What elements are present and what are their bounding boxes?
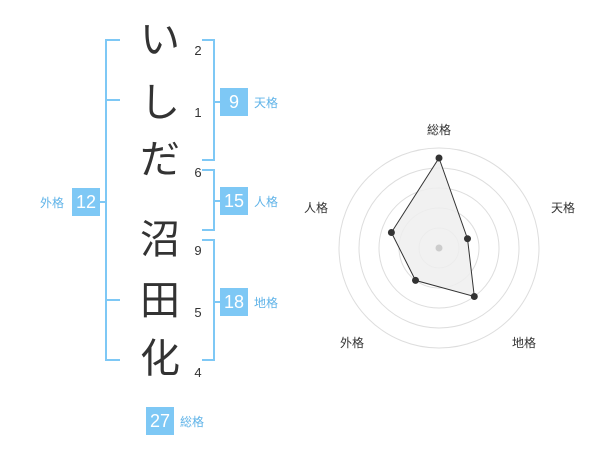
tenkaku-bracket: [202, 39, 215, 161]
radar-axis-label: 総格: [426, 123, 451, 137]
radar-point-地格: [470, 293, 478, 300]
radar-point-外格: [412, 276, 419, 284]
radar-axis-label: 外格: [339, 336, 364, 350]
soukaku-badge: 27: [146, 407, 174, 435]
gaikaku-label: 外格: [40, 196, 65, 210]
name-char-4: 沼: [140, 217, 180, 263]
soukaku-label: 総格: [180, 415, 205, 429]
radar-center: [435, 244, 443, 252]
gaikaku-badge: 12: [72, 188, 100, 216]
name-char-1: い: [140, 17, 180, 63]
stroke-count-4: 9: [194, 243, 202, 258]
radar-point-総格: [435, 154, 443, 162]
name-char-5: 田: [140, 278, 180, 324]
radar-ring: [338, 147, 540, 349]
gaikaku-bracket: [105, 39, 120, 361]
chikaku-label: 地格: [254, 296, 279, 310]
stroke-count-6: 4: [194, 365, 202, 380]
jinkaku-label: 人格: [254, 195, 279, 209]
stroke-count-2: 1: [194, 105, 202, 120]
radar-point-天格: [464, 235, 471, 243]
tenkaku-label: 天格: [254, 96, 279, 110]
stroke-count-1: 2: [194, 43, 202, 58]
stroke-count-3: 6: [194, 165, 202, 180]
radar-axis-label: 地格: [511, 336, 536, 350]
chikaku-bracket: [202, 239, 215, 361]
name-char-3: だ: [140, 137, 180, 183]
radar-polygon: [390, 156, 475, 298]
radar-point-人格: [387, 229, 395, 236]
jinkaku-badge: 15: [220, 187, 248, 215]
chikaku-badge: 18: [220, 288, 248, 316]
stroke-count-5: 5: [194, 305, 202, 320]
tenkaku-badge: 9: [220, 88, 248, 116]
radar-axis-label: 天格: [550, 201, 575, 215]
name-char-6: 化: [140, 336, 180, 382]
radar-axis-label: 人格: [303, 201, 328, 215]
name-char-2: し: [140, 80, 180, 126]
